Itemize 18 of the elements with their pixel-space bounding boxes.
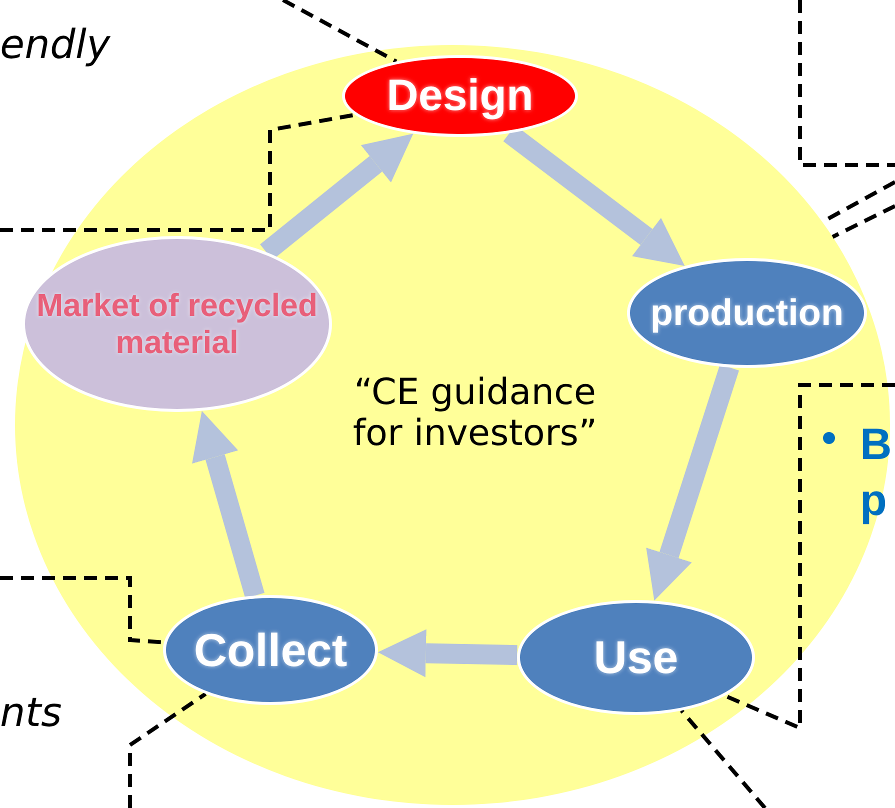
note-text: nts xyxy=(0,690,62,736)
note-text: B xyxy=(860,420,892,470)
process-ellipse: Collect xyxy=(163,595,378,705)
process-ellipse: Use xyxy=(517,600,755,715)
block-arrow xyxy=(646,364,740,601)
leader-line xyxy=(832,204,895,239)
leader-line xyxy=(724,383,895,732)
leader-line xyxy=(680,709,767,808)
block-arrow xyxy=(192,410,265,598)
note-text: endly xyxy=(0,22,110,68)
leader-line xyxy=(0,112,356,232)
center-text: “CE guidance for investors” xyxy=(352,372,598,455)
market-ellipse: Market of recycled material xyxy=(22,236,332,412)
note-text: p xyxy=(860,476,887,526)
process-ellipse: production xyxy=(627,258,867,368)
leader-line xyxy=(282,0,398,64)
process-ellipse: Design xyxy=(342,55,578,137)
block-arrow xyxy=(378,629,518,678)
